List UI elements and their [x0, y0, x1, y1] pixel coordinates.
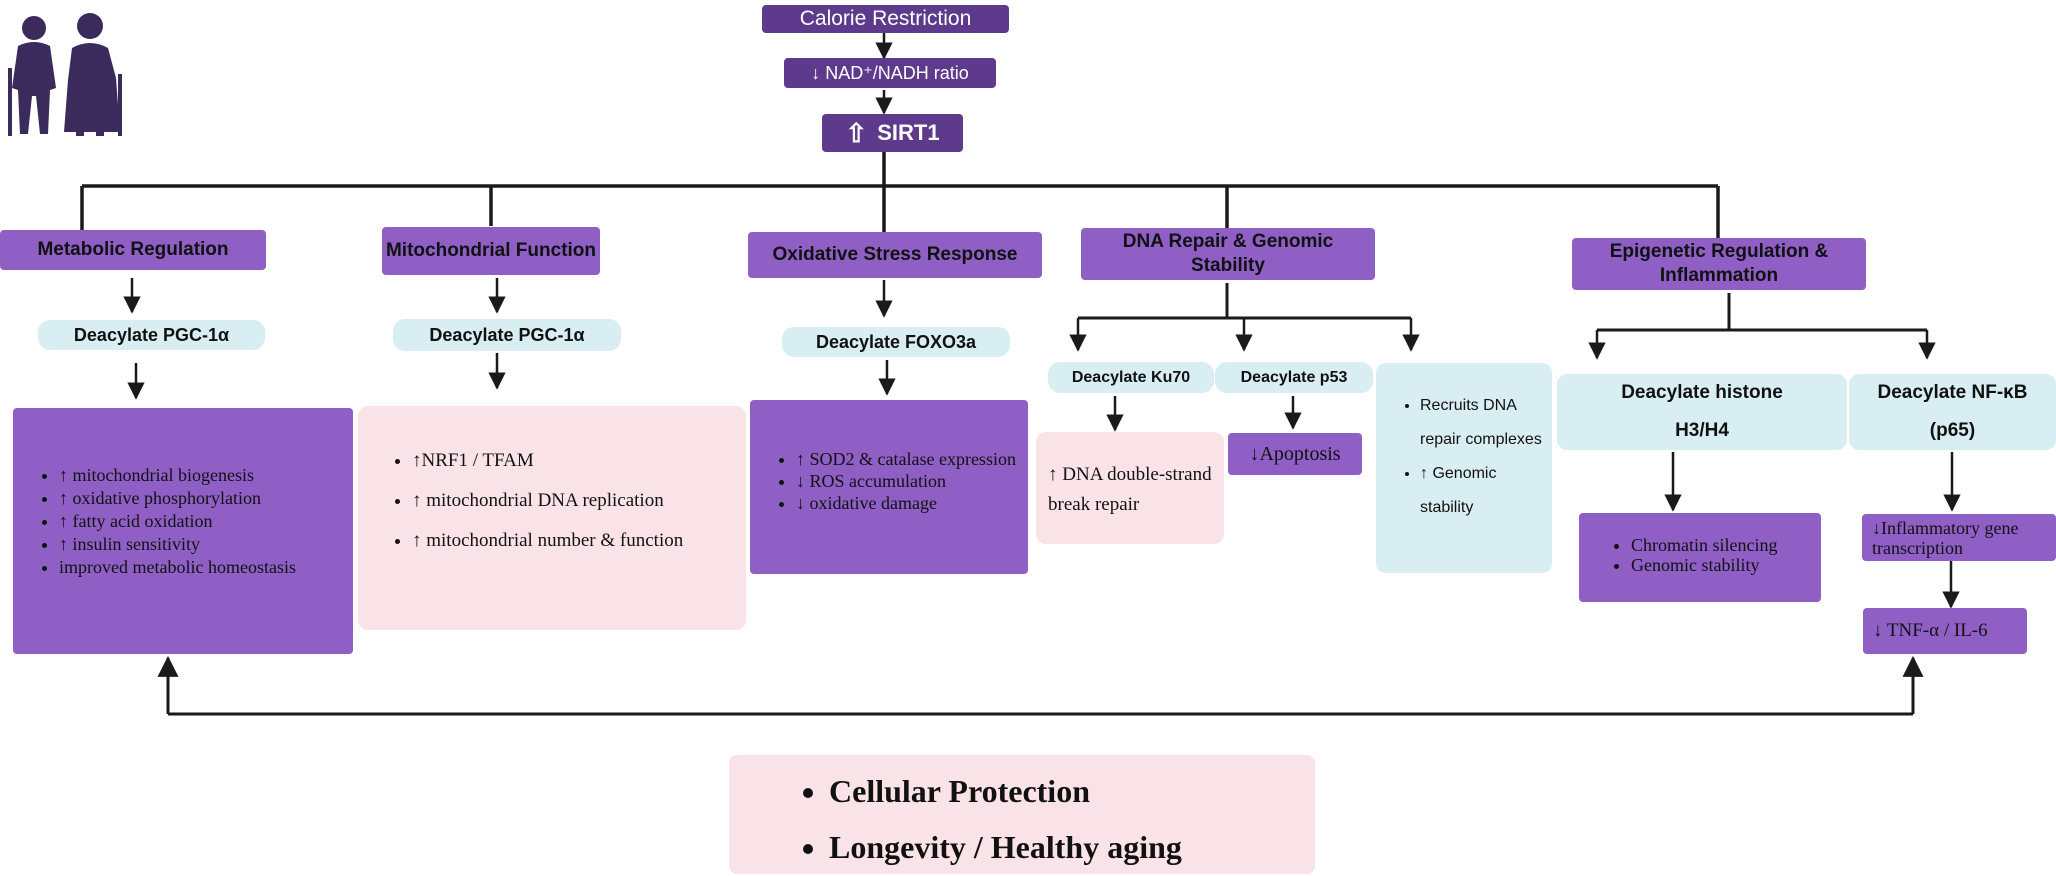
dna-deacylate-p53: Deacylate p53 [1215, 362, 1373, 393]
result-cellular-protection: Cellular Protection [829, 763, 1295, 819]
list-item: ↓ ROS accumulation [796, 470, 1016, 492]
list-item: Genomic stability [1631, 555, 1811, 575]
elderly-couple-icon [8, 13, 122, 136]
list-item: ↑ SOD2 & catalase expression [796, 448, 1016, 470]
dna-recruit-card: Recruits DNA repair complexes ↑ Genomic … [1376, 363, 1552, 573]
result-card: Cellular Protection Longevity / Healthy … [729, 755, 1315, 874]
sirt1-label: SIRT1 [877, 120, 940, 145]
list-item: improved metabolic homeostasis [59, 556, 337, 579]
mito-outcomes-card: ↑NRF1 / TFAM ↑ mitochondrial DNA replica… [358, 406, 746, 630]
list-item: ↑ mitochondrial biogenesis [59, 464, 337, 487]
oxidative-stress-header: Oxidative Stress Response [748, 232, 1042, 278]
metabolic-regulation-header: Metabolic Regulation [0, 230, 266, 270]
epigenetic-header: Epigenetic Regulation & Inflammation [1572, 238, 1866, 290]
list-item: ↑ mitochondrial DNA replication [412, 488, 726, 514]
list-item: ↑ fatty acid oxidation [59, 510, 337, 533]
histone-step-card: Deacylate histone H3/H4 [1557, 374, 1847, 450]
oxidative-deacylate-foxo3a: Deacylate FOXO3a [782, 327, 1010, 357]
dna-deacylate-ku70: Deacylate Ku70 [1048, 362, 1214, 393]
nfkb-step-card: Deacylate NF-κB (p65) [1849, 374, 2056, 450]
list-item: ↑ Genomic stability [1420, 457, 1542, 525]
metabolic-deacylate-pgc1a: Deacylate PGC-1α [38, 320, 265, 350]
oxidative-outcomes-card: ↑ SOD2 & catalase expression ↓ ROS accum… [750, 400, 1028, 574]
list-item: ↑ mitochondrial number & function [412, 528, 726, 554]
list-item: ↑ insulin sensitivity [59, 533, 337, 556]
list-item: Recruits DNA repair complexes [1420, 389, 1542, 457]
result-longevity: Longevity / Healthy aging [829, 819, 1295, 875]
p53-outcome-card: ↓Apoptosis [1228, 433, 1362, 475]
mitochondrial-function-header: Mitochondrial Function [382, 227, 600, 275]
dna-repair-header: DNA Repair & Genomic Stability [1081, 228, 1375, 280]
list-item: ↑ oxidative phosphorylation [59, 487, 337, 510]
ku70-outcome-card: ↑ DNA double-strand break repair [1036, 432, 1224, 544]
list-item: ↑NRF1 / TFAM [412, 448, 726, 474]
nad-ratio-node: ↓ NAD⁺/NADH ratio [784, 58, 996, 88]
sirt1-node: ⇧ SIRT1 [822, 114, 963, 152]
metabolic-outcomes-card: ↑ mitochondrial biogenesis ↑ oxidative p… [13, 408, 353, 654]
mito-deacylate-pgc1a: Deacylate PGC-1α [393, 319, 621, 351]
up-arrow-icon: ⇧ [845, 118, 868, 148]
calorie-restriction-node: Calorie Restriction [762, 5, 1009, 33]
list-item: Chromatin silencing [1631, 535, 1811, 555]
histone-outcomes-card: Chromatin silencing Genomic stability [1579, 513, 1821, 602]
list-item: ↓ oxidative damage [796, 492, 1016, 514]
inflammatory-outcome-card: ↓Inflammatory gene transcription [1862, 514, 2056, 561]
tnf-il6-outcome-card: ↓ TNF-α / IL-6 [1863, 608, 2027, 654]
